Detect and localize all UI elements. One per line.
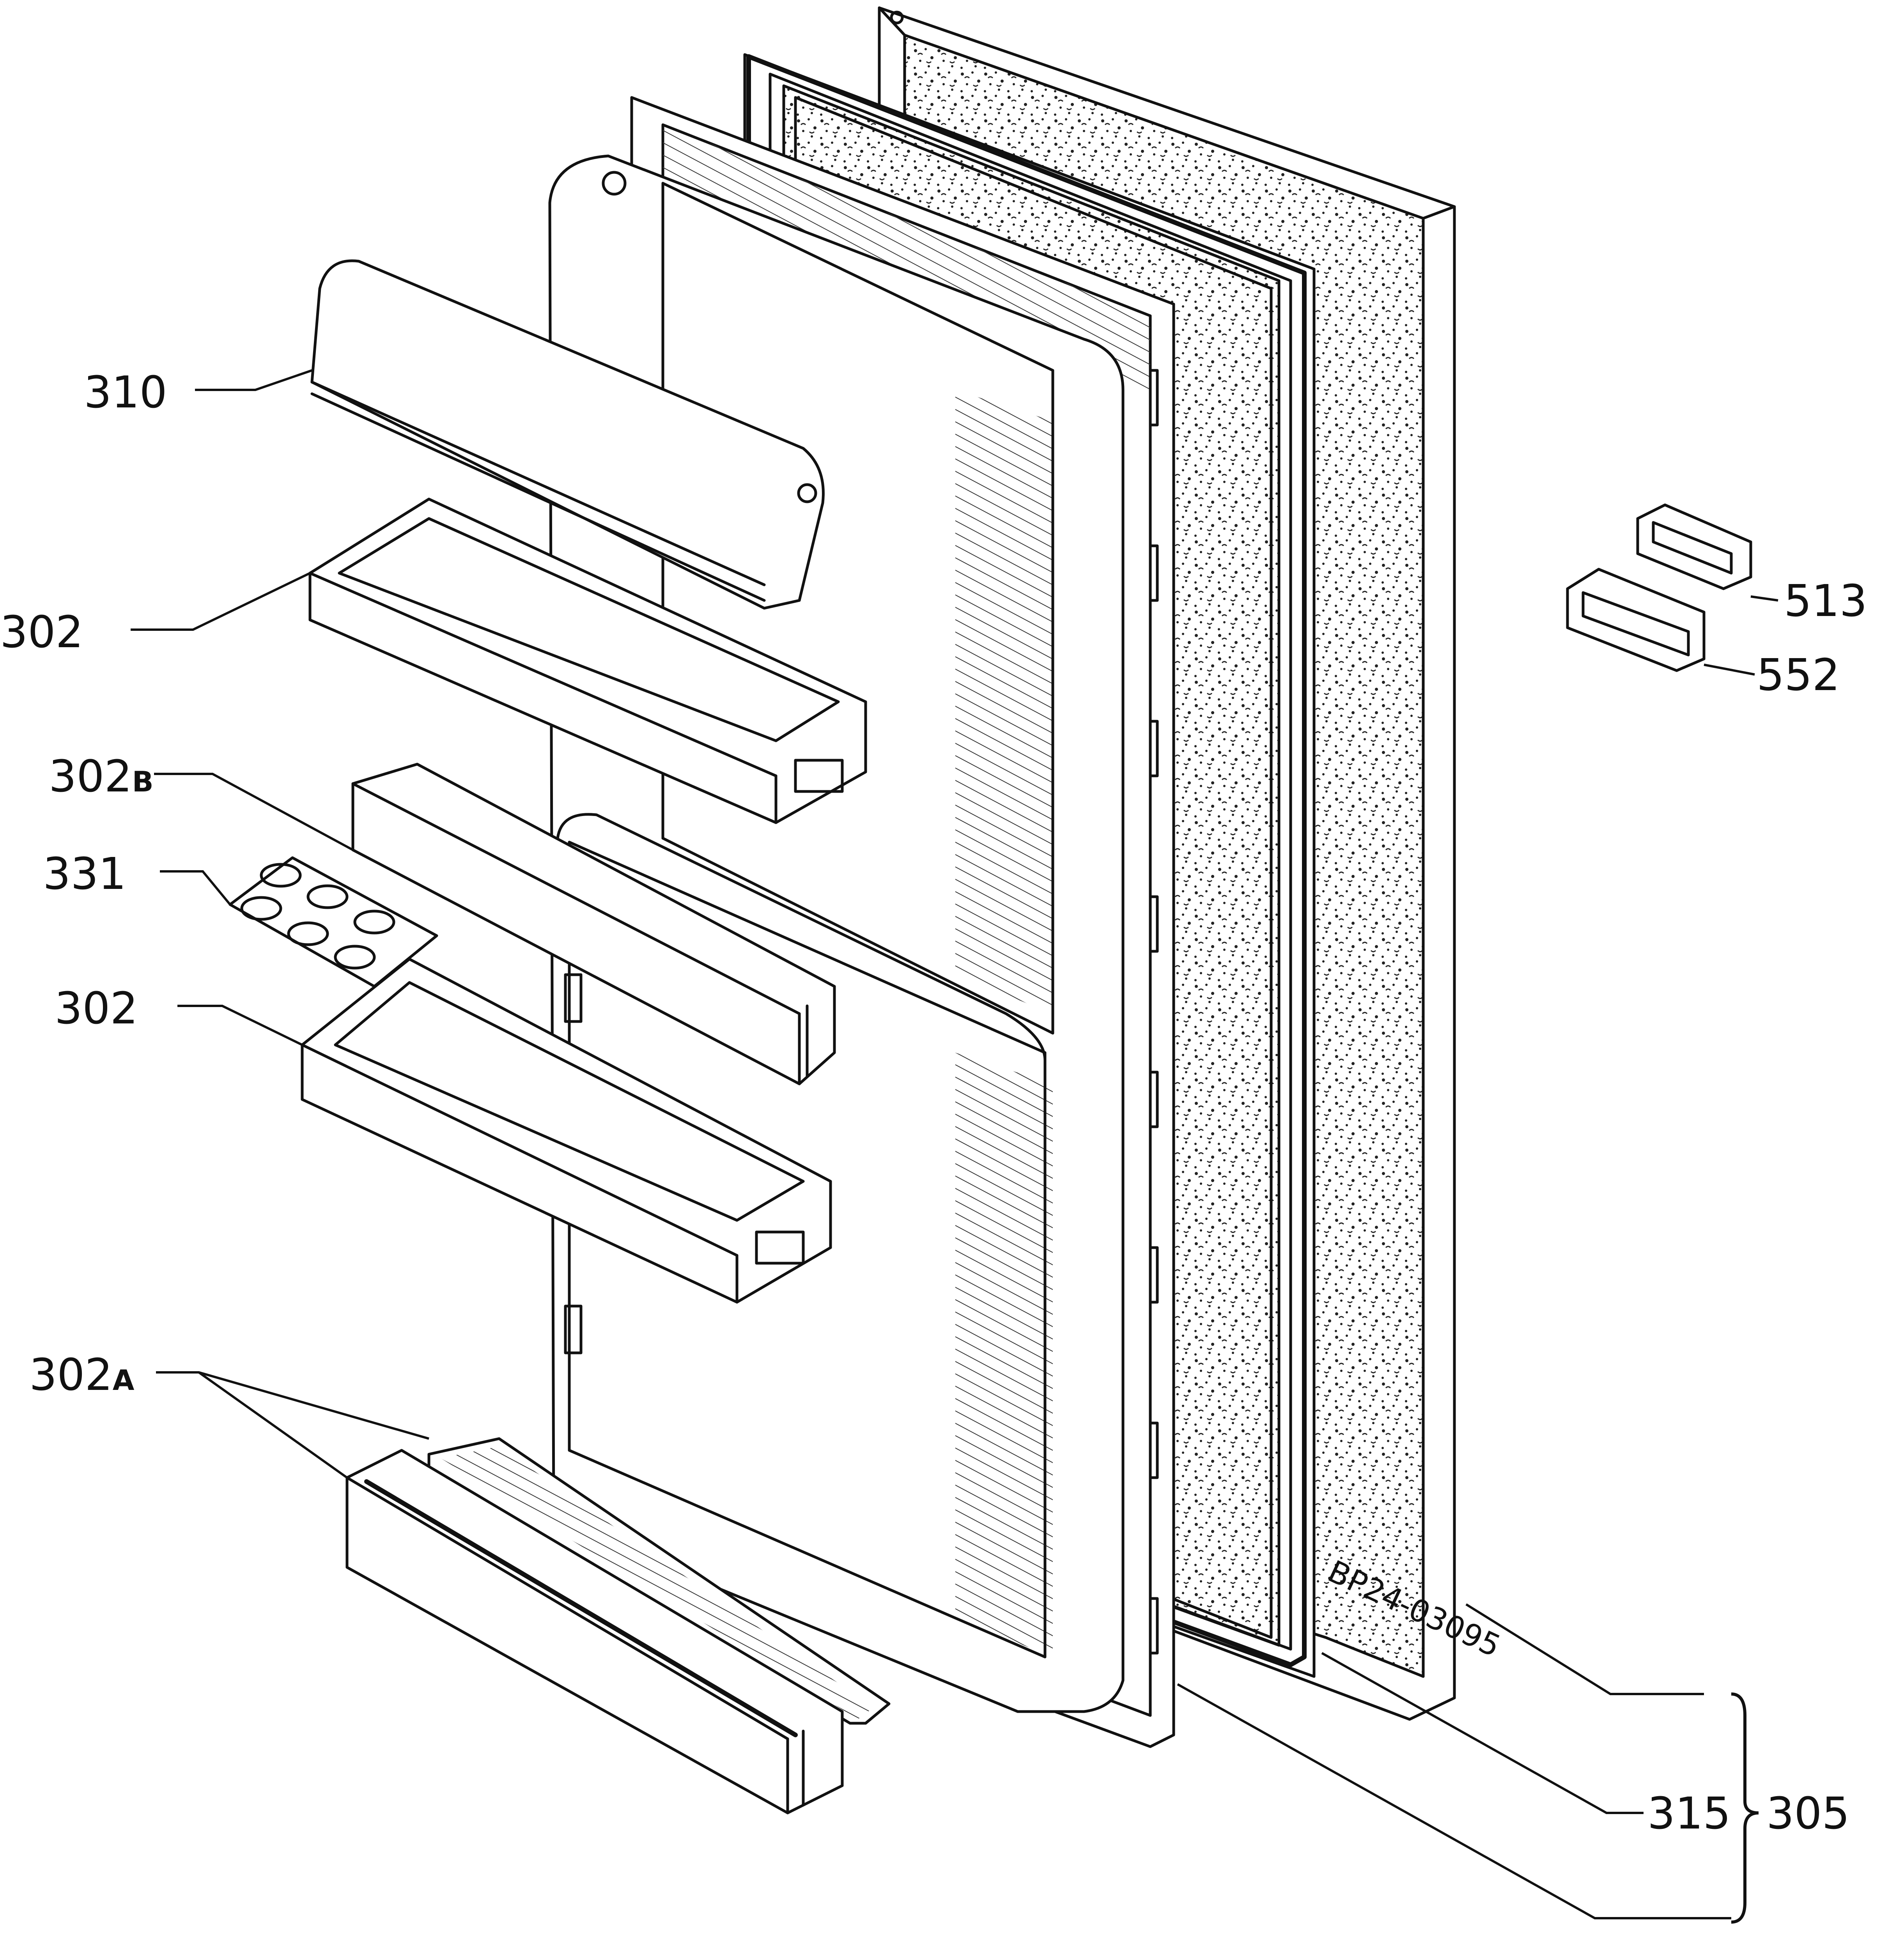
label-305: 305 (1766, 1788, 1850, 1839)
label-302b: 302B (49, 751, 154, 802)
label-302a: 302A (29, 1350, 135, 1400)
label-310: 310 (84, 367, 167, 418)
label-331: 331 (43, 849, 126, 899)
bottle-shelf-bottom (345, 1437, 891, 1814)
label-302-middle: 302 (55, 983, 138, 1034)
handle-cover-513 (1636, 503, 1752, 590)
dairy-flap (310, 259, 825, 610)
door-shelf-middle (301, 958, 832, 1304)
label-513: 513 (1784, 576, 1867, 627)
egg-tray (228, 856, 438, 988)
door-shelf-top (308, 497, 867, 824)
label-315: 315 (1647, 1788, 1731, 1839)
handle-base-552 (1566, 568, 1706, 672)
label-552: 552 (1757, 650, 1840, 701)
label-302-top: 302 (0, 607, 83, 658)
leader-lines (131, 369, 1778, 1924)
